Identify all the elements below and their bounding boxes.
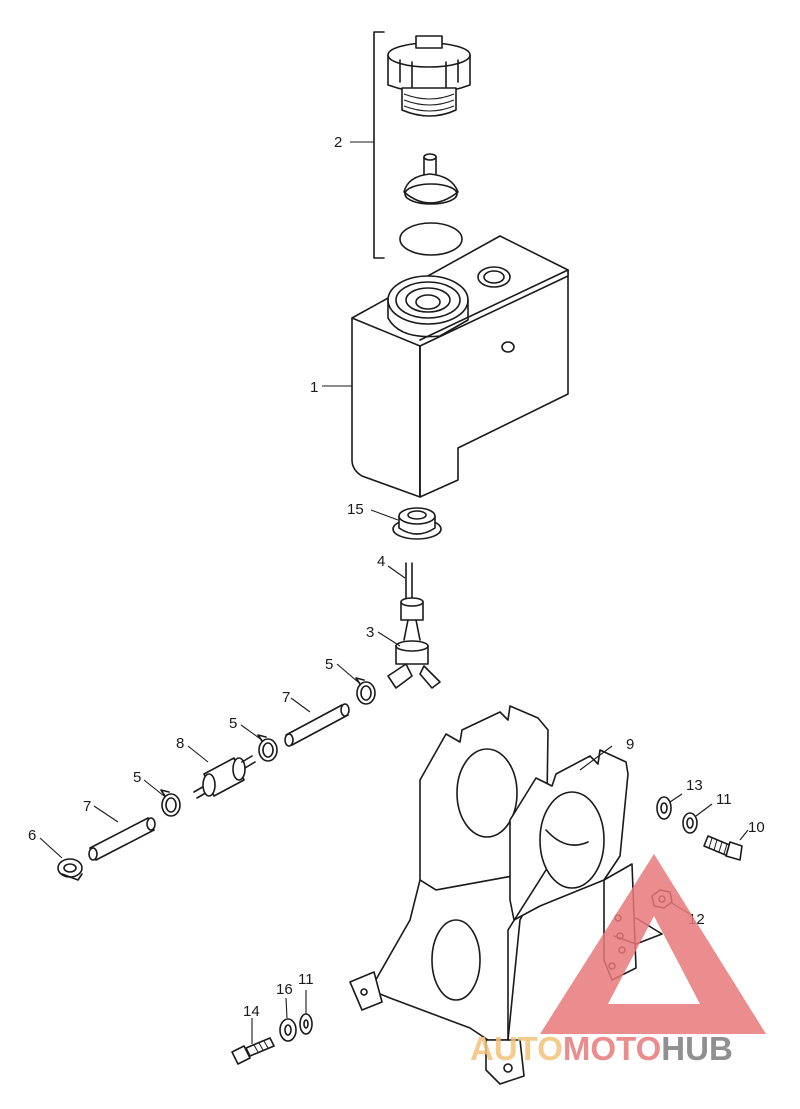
leader-lines <box>39 141 749 1044</box>
callout-3: 3 <box>366 624 374 641</box>
hose-clamp-a <box>355 677 376 705</box>
spring-washer-11-right <box>682 812 698 834</box>
hose-clamp-c <box>160 789 181 817</box>
callout-7-a: 7 <box>282 689 290 706</box>
bolt-10 <box>703 835 743 861</box>
fuel-hose-lower <box>88 817 156 861</box>
callout-6: 6 <box>28 827 36 844</box>
callout-11-a: 11 <box>716 791 732 808</box>
callout-1: 1 <box>310 379 318 396</box>
callout-13: 13 <box>686 777 703 794</box>
callout-5-b: 5 <box>229 715 237 732</box>
watermark-part-moto: MOTO <box>563 1030 661 1067</box>
callout-10: 10 <box>748 819 765 836</box>
callout-11-b: 11 <box>298 971 314 988</box>
fuel-tap <box>387 562 441 689</box>
callout-8: 8 <box>176 735 184 752</box>
bolt-14 <box>231 1037 275 1065</box>
fuel-hose-upper <box>284 703 350 747</box>
callout-15: 15 <box>347 501 364 518</box>
watermark-part-hub: HUB <box>661 1030 733 1067</box>
grommet <box>392 507 442 540</box>
callout-14: 14 <box>243 1003 260 1020</box>
washer-13 <box>656 796 672 820</box>
hose-clamp-b <box>257 734 278 762</box>
watermark-part-auto: AUTO <box>470 1030 563 1067</box>
washer-11-left <box>299 1013 313 1035</box>
filler-cap-assembly <box>373 31 471 259</box>
callout-7-b: 7 <box>83 798 91 815</box>
callout-4: 4 <box>377 553 385 570</box>
callout-16: 16 <box>276 981 293 998</box>
callout-2: 2 <box>334 134 342 151</box>
warning-triangle-icon <box>540 854 766 1034</box>
fuel-tank <box>351 235 569 498</box>
callout-5-a: 5 <box>325 656 333 673</box>
callout-5-c: 5 <box>133 769 141 786</box>
fuel-filter <box>193 755 256 799</box>
watermark-auto: AUTOMOTOHUB <box>470 1030 733 1067</box>
mounting-bracket <box>349 705 637 1085</box>
callout-labels: 2 1 15 4 3 5 7 5 8 5 7 6 9 13 11 10 12 1… <box>28 134 765 1020</box>
washer-16 <box>279 1018 297 1042</box>
watermark-logo: AUTOMOTOHUB <box>470 854 766 1067</box>
callout-9: 9 <box>626 736 634 753</box>
hose-clip <box>57 858 83 881</box>
